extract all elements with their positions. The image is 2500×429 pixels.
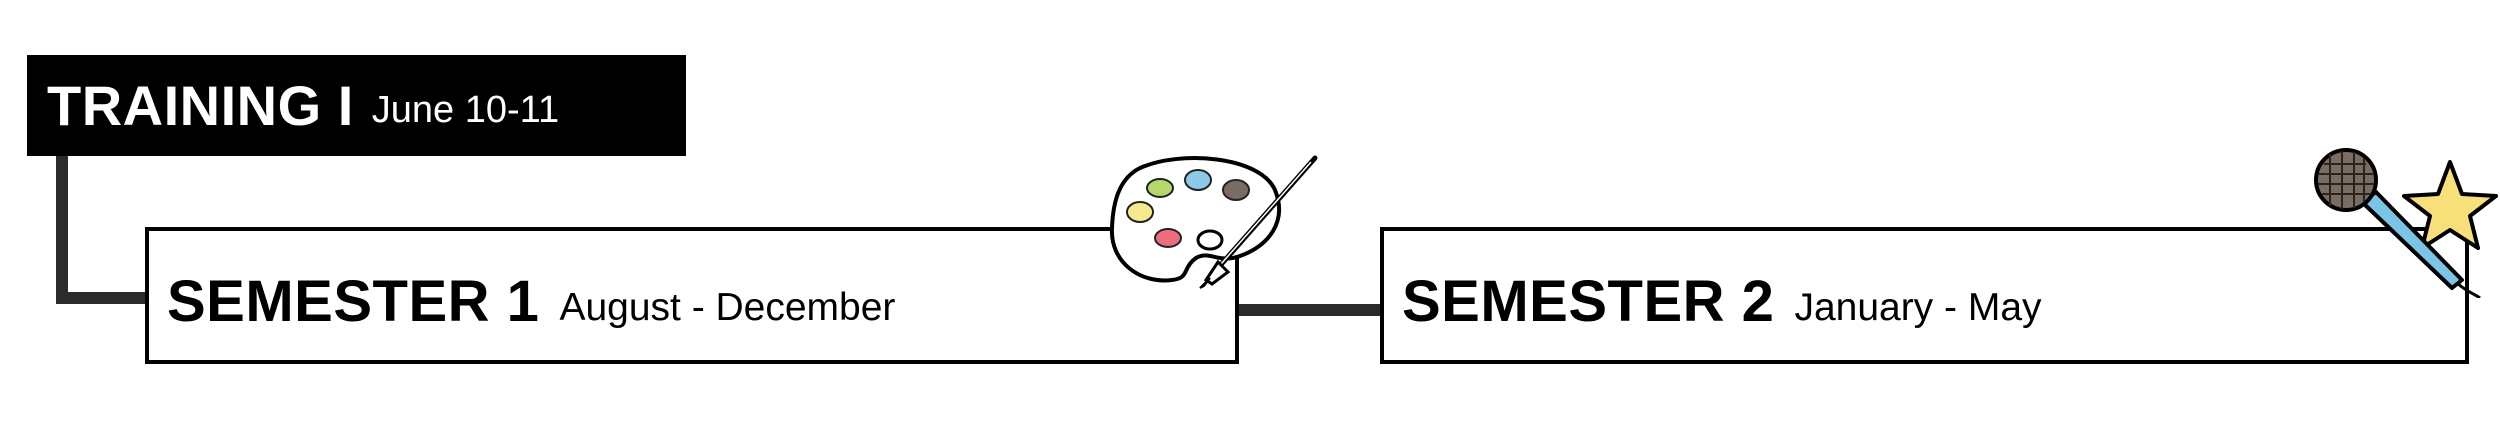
connector-training-horizontal [56,292,149,304]
semester-1-dates: August - December [559,285,896,329]
semester-1-title: SEMESTER 1 [167,269,540,334]
paint-palette-icon [1109,155,1318,289]
microphone-star-icon [2314,148,2498,298]
semester-2-block: SEMESTER 2 January - May [1380,227,2469,364]
connector-training-vertical [56,150,68,302]
semester-2-dates: January - May [1794,285,2042,329]
training-title: TRAINING I [47,74,354,137]
semester-1-block: SEMESTER 1 August - December [145,227,1239,364]
training-dates: June 10-11 [371,89,560,131]
connector-semester-link [1236,304,1384,316]
semester-2-title: SEMESTER 2 [1402,269,1775,334]
training-block: TRAINING I June 10-11 [27,55,686,156]
